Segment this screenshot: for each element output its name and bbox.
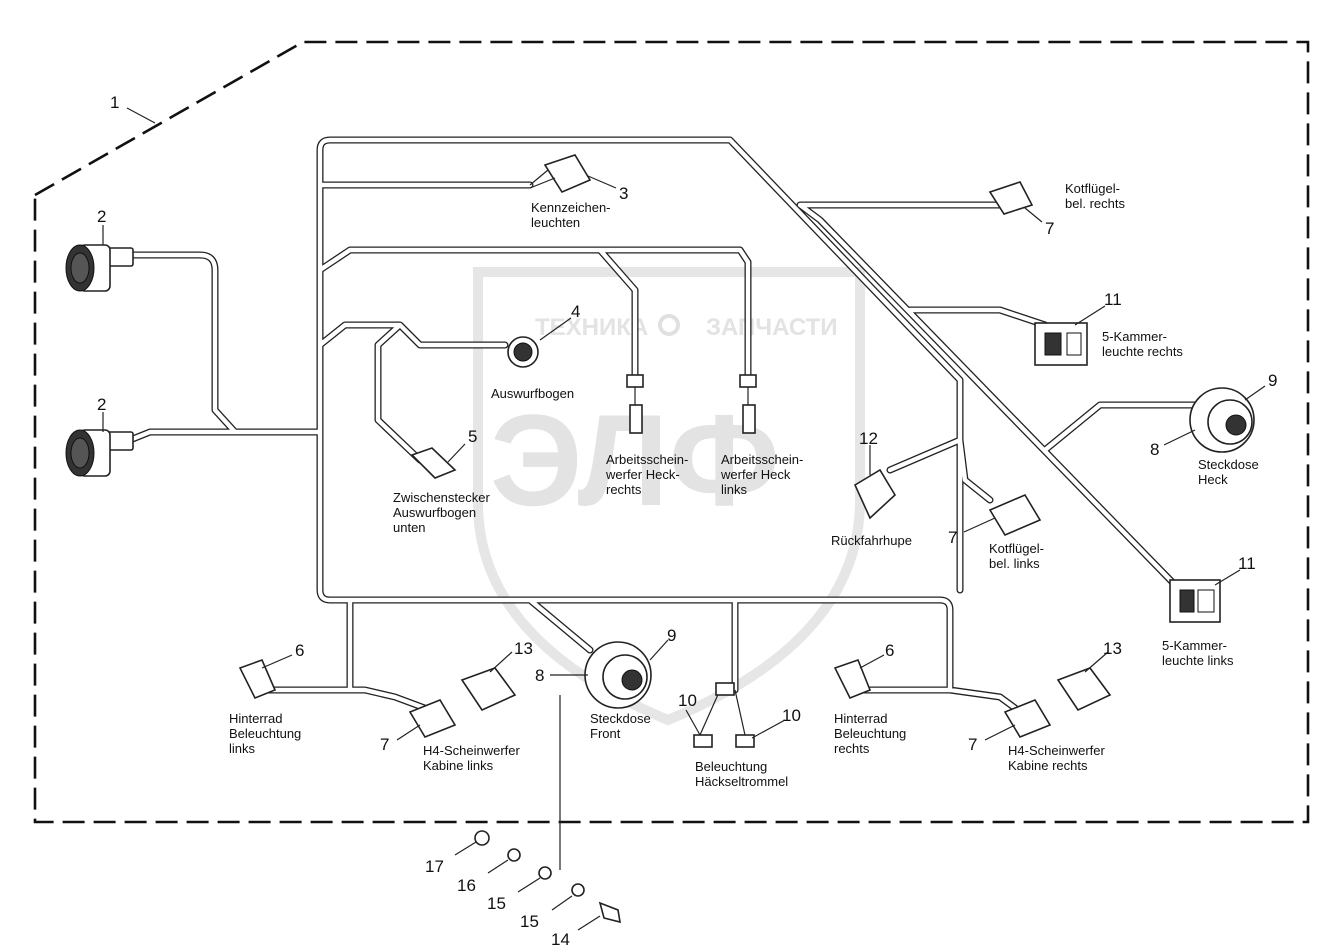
callout-4: 4: [571, 302, 580, 321]
label-kotfluegel-links: Kotflügel- bel. links: [989, 541, 1048, 571]
label-5-kammer-rechts: 5-Kammer- leuchte rechts: [1102, 329, 1183, 359]
plug-2-lower: [65, 429, 134, 477]
callout-10-right: 10: [782, 706, 801, 725]
label-arbeitsscheinwerfer-rechts: Arbeitsschein- werfer Heck- rechts: [605, 452, 692, 497]
connector-7-h4-links: [408, 699, 457, 738]
callout-7-kotfluegel-rechts: 7: [1045, 219, 1054, 238]
label-hinterrad-rechts: Hinterrad Beleuchtung rechts: [834, 711, 910, 756]
connectors-10-haeckseltrommel: [693, 682, 755, 748]
callout-7-h4-rechts: 7: [968, 735, 977, 754]
callout-10-left: 10: [678, 691, 697, 710]
connector-13-links: [460, 667, 517, 712]
callout-2-lower: 2: [97, 395, 106, 414]
label-kennzeichenleuchten: Kennzeichen- leuchten: [531, 200, 614, 230]
label-arbeitsscheinwerfer-links: Arbeitsschein- werfer Heck links: [720, 452, 807, 497]
callout-15-upper: 15: [487, 894, 506, 913]
label-5-kammer-links: 5-Kammer- leuchte links: [1162, 638, 1234, 668]
label-zwischenstecker: Zwischenstecker Auswurfbogen unten: [393, 490, 493, 535]
wiring-harness: [126, 136, 1199, 736]
callout-1: 1: [110, 93, 119, 112]
connector-6-rechts: [833, 658, 872, 700]
kit-boundary-dashed: [33, 40, 1310, 824]
callout-14: 14: [551, 930, 570, 949]
callout-6-links: 6: [295, 641, 304, 660]
callout-8-heck: 8: [1150, 440, 1159, 459]
component-labels: Kennzeichen- leuchten Kotflügel- bel. re…: [229, 181, 1262, 789]
connector-13-rechts: [1056, 667, 1112, 712]
hardware-parts: [454, 695, 621, 931]
connector-6-links: [238, 658, 277, 700]
callout-11-links: 11: [1238, 554, 1256, 573]
callout-9-front: 9: [667, 626, 676, 645]
label-hinterrad-links: Hinterrad Beleuchtung links: [229, 711, 305, 756]
callout-6-rechts: 6: [885, 641, 894, 660]
callout-7-kotfluegel-links: 7: [948, 528, 957, 547]
label-h4-rechts: H4-Scheinwerfer Kabine rechts: [1008, 743, 1108, 773]
leader-lines: [102, 175, 1266, 741]
callout-12: 12: [859, 429, 878, 448]
callout-13-links: 13: [514, 639, 533, 658]
callout-2-upper: 2: [97, 207, 106, 226]
connector-7-h4-rechts: [1003, 699, 1052, 738]
label-kotfluegel-rechts: Kotflügel- bel. rechts: [1065, 181, 1125, 211]
callout-3: 3: [619, 184, 628, 203]
callout-16: 16: [457, 876, 476, 895]
callout-15-lower: 15: [520, 912, 539, 931]
connector-11-links: [1169, 579, 1221, 623]
horn-12-rueckfahrhupe: [853, 468, 897, 520]
callout-7-h4-links: 7: [380, 735, 389, 754]
connector-3: [529, 154, 592, 194]
socket-4-auswurfbogen: [507, 336, 539, 368]
connectors-arbeitsscheinwerfer: [626, 374, 757, 434]
connector-7-kotfluegel-rechts: [988, 181, 1034, 215]
label-steckdose-front: Steckdose Front: [590, 711, 654, 741]
label-auswurfbogen: Auswurfbogen: [491, 386, 574, 401]
socket-9-front: [584, 641, 652, 709]
callout-13-rechts: 13: [1103, 639, 1122, 658]
label-steckdose-heck: Steckdose Heck: [1198, 457, 1262, 487]
callout-11-rechts: 11: [1104, 290, 1122, 309]
label-beleuchtung-haeckseltrommel: Beleuchtung Häckseltrommel: [695, 759, 788, 789]
plug-2-upper: [65, 244, 134, 292]
callout-numbers: 1 2 2 3 4 5 7 11 9 8 12 7 11 6 13 9 8 7 …: [97, 93, 1277, 949]
watermark: ТЕХНИКА ЗАПЧАСТИ ЭЛФ: [472, 267, 865, 726]
connector-7-kotfluegel-links: [988, 493, 1042, 537]
label-h4-links: H4-Scheinwerfer Kabine links: [423, 743, 523, 773]
watermark-right-text: ЗАПЧАСТИ: [706, 314, 838, 341]
watermark-left-text: ТЕХНИКА: [535, 314, 648, 341]
connector-5-zwischenstecker: [410, 447, 457, 479]
callout-9-heck: 9: [1268, 371, 1277, 390]
callout-17: 17: [425, 857, 444, 876]
callout-5: 5: [468, 427, 477, 446]
gear-icon: [658, 314, 680, 336]
label-rueckfahrhupe: Rückfahrhupe: [831, 533, 912, 548]
connector-11-rechts: [1034, 322, 1088, 366]
callout-8-front: 8: [535, 666, 544, 685]
socket-9-heck: [1189, 387, 1255, 453]
